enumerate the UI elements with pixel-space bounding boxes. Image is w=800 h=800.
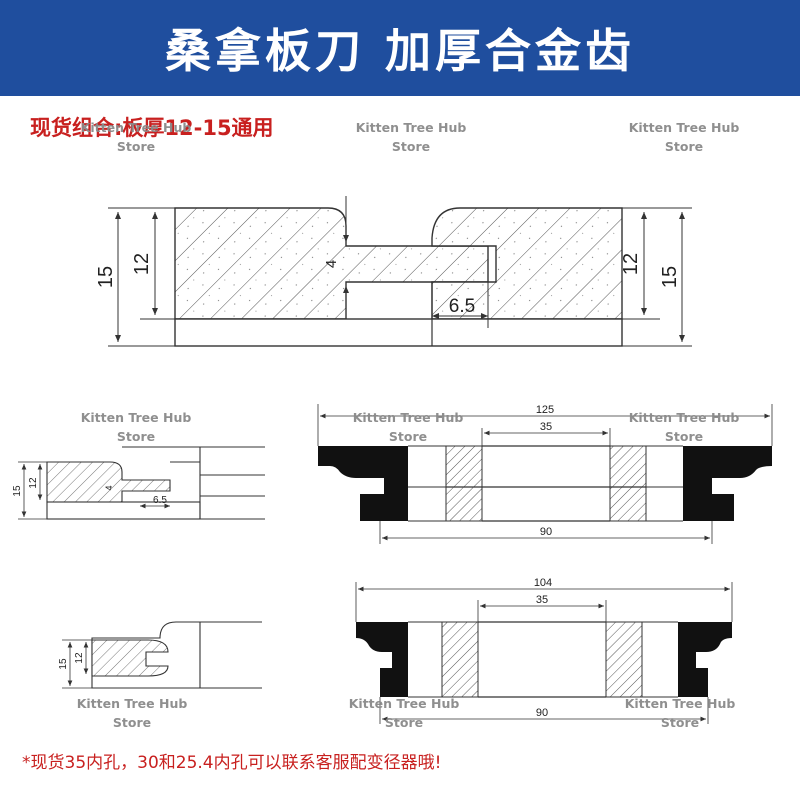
cutter1-dim-125: 125 <box>536 404 554 416</box>
small-profile-tongue: 15 12 4 6.5 <box>12 446 265 520</box>
cutter2-left-blade <box>356 622 408 697</box>
sp2-dim-15: 15 <box>58 658 69 670</box>
watermark-line1: Kitten Tree Hub <box>355 120 467 135</box>
watermark: Kitten Tree Hub Store <box>66 118 206 156</box>
subtitle: 现货组合:板厚12-15通用 <box>30 116 274 140</box>
sp1-dim-12: 12 <box>28 477 39 489</box>
cutter1-left-blade <box>318 446 408 521</box>
page-title: 桑拿板刀 加厚合金齿 <box>164 24 635 78</box>
cutter-head-1: 125 35 90 <box>317 404 773 544</box>
watermark-line1: Kitten Tree Hub <box>348 696 460 711</box>
watermark-line1: Kitten Tree Hub <box>76 696 188 711</box>
watermark-line2: Store <box>384 715 424 730</box>
title-banner: 桑拿板刀 加厚合金齿 <box>0 0 800 96</box>
watermark: Kitten Tree Hub Store <box>66 408 206 446</box>
dim-6-5: 6.5 <box>449 296 475 317</box>
watermark-line2: Store <box>112 715 152 730</box>
watermark-line2: Store <box>116 429 156 444</box>
watermark-line1: Kitten Tree Hub <box>352 410 464 425</box>
dim-12-right: 12 <box>620 253 642 275</box>
watermark-line2: Store <box>660 715 700 730</box>
cutter-head-2: 104 35 90 <box>355 577 733 724</box>
watermark: Kitten Tree Hub Store <box>334 694 474 732</box>
watermark-line2: Store <box>388 429 428 444</box>
watermark-line1: Kitten Tree Hub <box>628 410 740 425</box>
cutter2-dim-90: 90 <box>536 707 548 719</box>
watermark-line2: Store <box>664 429 704 444</box>
watermark-line1: Kitten Tree Hub <box>624 696 736 711</box>
cutter2-dim-35: 35 <box>536 594 548 606</box>
watermark: Kitten Tree Hub Store <box>614 118 754 156</box>
watermark: Kitten Tree Hub Store <box>614 408 754 446</box>
watermark: Kitten Tree Hub Store <box>610 694 750 732</box>
watermark-line2: Store <box>664 139 704 154</box>
watermark-line2: Store <box>391 139 431 154</box>
watermark-line2: Store <box>116 139 156 154</box>
cutter1-right-blade <box>683 446 772 521</box>
cutter1-dim-35: 35 <box>540 421 552 433</box>
watermark-line1: Kitten Tree Hub <box>80 120 192 135</box>
sp1-dim-4: 4 <box>104 485 114 490</box>
watermark-line1: Kitten Tree Hub <box>80 410 192 425</box>
dim-4: 4 <box>323 260 340 268</box>
cutter1-dim-90: 90 <box>540 526 552 538</box>
watermark: Kitten Tree Hub Store <box>62 694 202 732</box>
tongue-dimension: 4 6.5 <box>323 196 489 328</box>
dim-12-left: 12 <box>131 253 153 275</box>
footer-note: *现货35内孔，30和25.4内孔可以联系客服配变径器哦! <box>22 753 442 773</box>
sp1-dim-6-5: 6.5 <box>153 495 167 506</box>
watermark-line1: Kitten Tree Hub <box>628 120 740 135</box>
watermark: Kitten Tree Hub Store <box>341 118 481 156</box>
cutter2-right-blade <box>678 622 732 697</box>
watermark: Kitten Tree Hub Store <box>338 408 478 446</box>
joint-detail: 15 12 12 15 4 6.5 <box>95 196 692 347</box>
sp2-dim-12: 12 <box>74 652 85 664</box>
right-dimensions: 12 15 <box>620 207 692 347</box>
sp1-dim-15: 15 <box>12 485 23 497</box>
cutter2-dim-104: 104 <box>534 577 552 589</box>
dim-15-left: 15 <box>95 266 117 288</box>
dim-15-right: 15 <box>659 266 681 288</box>
small-profile-groove: 15 12 <box>58 621 262 689</box>
left-dimensions: 15 12 <box>95 207 175 347</box>
bottom-strip <box>174 318 623 347</box>
